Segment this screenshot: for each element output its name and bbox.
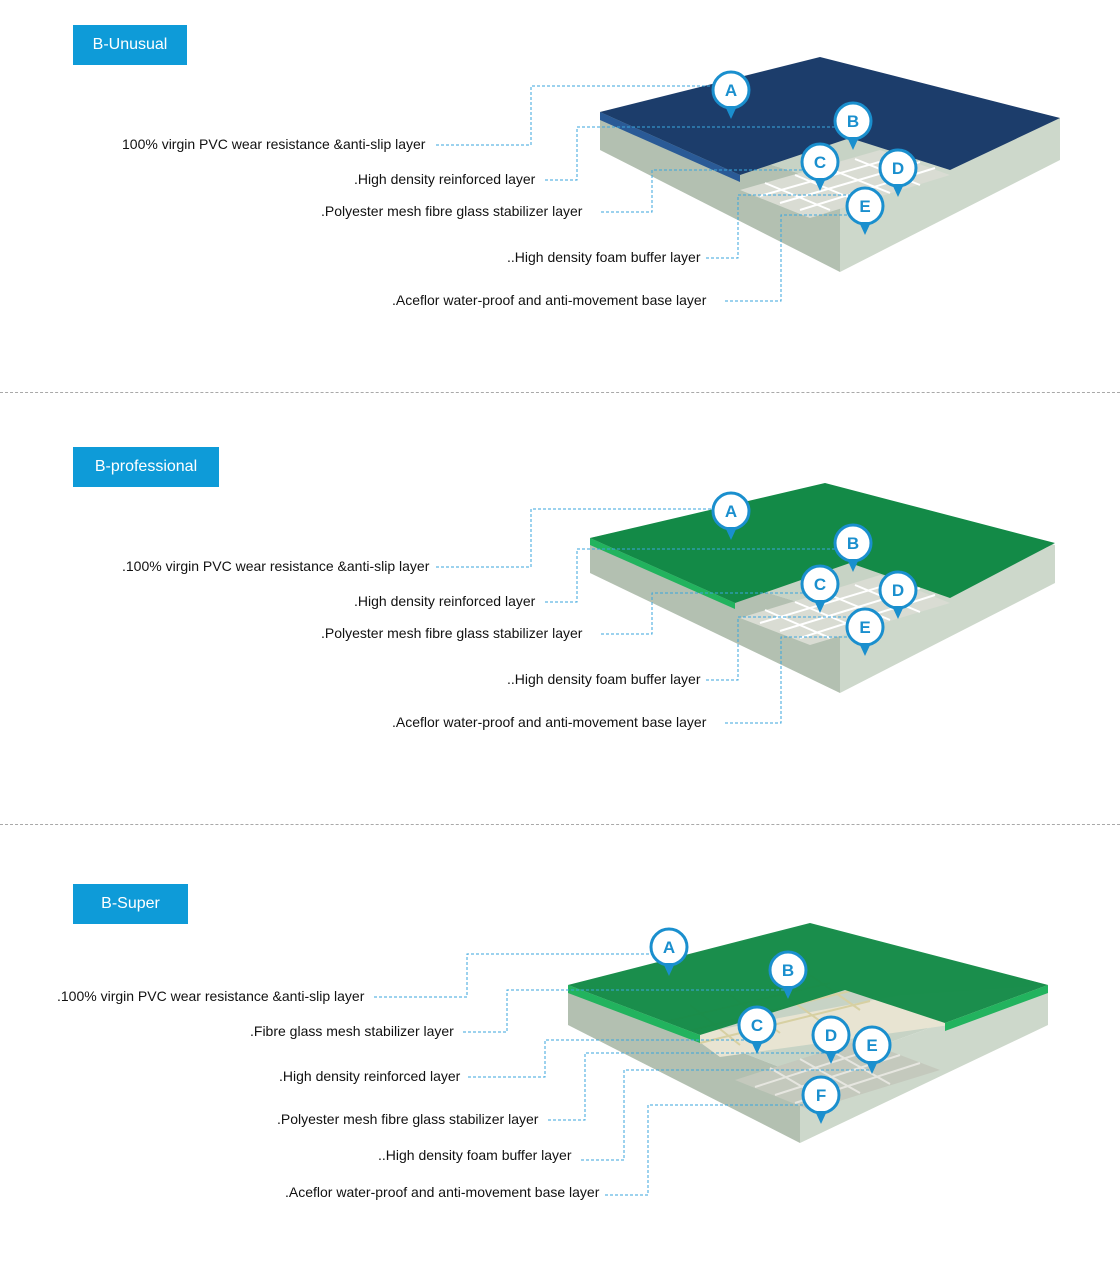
- marker-label: B: [782, 961, 794, 980]
- layer-label-c: .Polyester mesh fibre glass stabilizer l…: [321, 203, 583, 219]
- section-b-professional: B-professional A: [0, 393, 1120, 824]
- marker-d: D: [811, 1015, 851, 1064]
- layer-diagram: A B C D E: [436, 57, 1060, 302]
- section-b-super: B-Super: [0, 825, 1120, 1273]
- layer-label-b: .Fibre glass mesh stabilizer layer: [250, 1023, 454, 1039]
- marker-label: A: [725, 81, 737, 100]
- marker-label: D: [892, 159, 904, 178]
- marker-e: E: [852, 1025, 892, 1074]
- layer-label-c: .Polyester mesh fibre glass stabilizer l…: [321, 625, 583, 641]
- marker-label: C: [814, 153, 826, 172]
- section-b-unusual: B-Unusual: [0, 0, 1120, 392]
- marker-label: A: [663, 938, 675, 957]
- marker-a: A: [649, 927, 689, 976]
- layer-label-a: .100% virgin PVC wear resistance &anti-s…: [122, 558, 430, 574]
- leader-lines: [436, 508, 880, 724]
- layer-label-c: .High density reinforced layer: [279, 1068, 461, 1084]
- marker-a: A: [711, 491, 751, 540]
- section-title-tag: B-professional: [73, 447, 219, 487]
- marker-label: A: [725, 502, 737, 521]
- marker-label: D: [825, 1026, 837, 1045]
- marker-label: F: [816, 1086, 826, 1105]
- marker-d: D: [878, 570, 918, 619]
- layer-label-e: .Aceflor water-proof and anti-movement b…: [392, 292, 707, 308]
- base-layer-side: [840, 545, 1055, 693]
- marker-label: E: [859, 197, 870, 216]
- marker-c: C: [800, 142, 840, 191]
- marker-label: E: [866, 1036, 877, 1055]
- base-layer-front: [568, 985, 800, 1143]
- marker-b: B: [833, 523, 873, 572]
- layer-label-e: .Aceflor water-proof and anti-movement b…: [392, 714, 707, 730]
- surface-layer-edge: [568, 985, 700, 1043]
- section-title-tag: B-Super: [73, 884, 188, 924]
- layer-label-a: .100% virgin PVC wear resistance &anti-s…: [57, 988, 365, 1004]
- layer-label-a: 100% virgin PVC wear resistance &anti-sl…: [122, 136, 426, 152]
- section-divider: [0, 392, 1120, 393]
- section-title-tag: B-Unusual: [73, 25, 187, 65]
- marker-e: E: [845, 186, 885, 235]
- surface-layer-top: [568, 923, 1048, 1035]
- leader-lines: [374, 953, 870, 1196]
- layer-diagram: A B C D E F: [374, 923, 1048, 1196]
- marker-a: A: [711, 70, 751, 119]
- marker-label: B: [847, 112, 859, 131]
- surface-layer-edge: [600, 112, 740, 182]
- layer-label-d: ..High density foam buffer layer: [507, 249, 701, 265]
- layer-diagram: A B C D E: [436, 483, 1055, 724]
- layer-label-e: ..High density foam buffer layer: [378, 1147, 572, 1163]
- layer-label-b: .High density reinforced layer: [354, 593, 536, 609]
- base-layer-front: [590, 538, 840, 693]
- marker-d: D: [878, 148, 918, 197]
- marker-label: B: [847, 534, 859, 553]
- marker-b: B: [768, 950, 808, 999]
- marker-label: C: [751, 1016, 763, 1035]
- section-divider: [0, 824, 1120, 825]
- layer-label-d: ..High density foam buffer layer: [507, 671, 701, 687]
- layer-label-f: .Aceflor water-proof and anti-movement b…: [285, 1184, 600, 1200]
- layer-label-d: .Polyester mesh fibre glass stabilizer l…: [277, 1111, 539, 1127]
- base-layer-front: [600, 112, 840, 272]
- marker-label: C: [814, 575, 826, 594]
- marker-c: C: [800, 564, 840, 613]
- surface-layer-top: [590, 483, 1055, 603]
- leader-lines: [436, 85, 880, 302]
- marker-b: B: [833, 101, 873, 150]
- marker-e: E: [845, 607, 885, 656]
- marker-label: D: [892, 581, 904, 600]
- marker-label: E: [859, 618, 870, 637]
- surface-layer-side-edge: [945, 985, 1048, 1031]
- marker-f: F: [801, 1075, 841, 1124]
- surface-layer-edge: [590, 538, 735, 609]
- layer-label-b: .High density reinforced layer: [354, 171, 536, 187]
- marker-c: C: [737, 1005, 777, 1054]
- base-layer-side: [840, 118, 1060, 272]
